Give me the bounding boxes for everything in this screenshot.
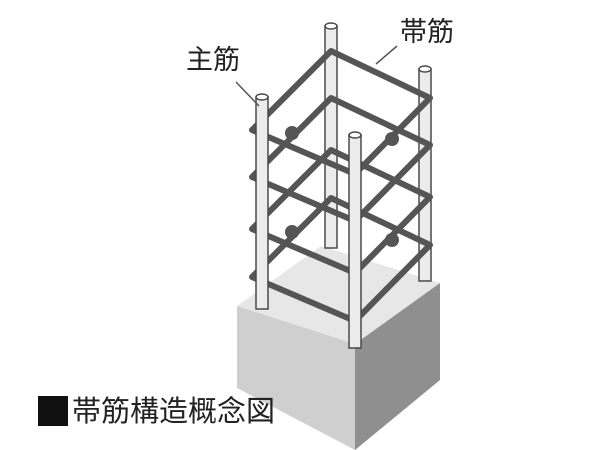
concrete-base	[237, 246, 440, 450]
base-right-face	[355, 283, 440, 450]
hoop-joint	[385, 233, 399, 247]
hoop-joint	[285, 225, 299, 239]
hoop-joint	[385, 132, 399, 146]
main-rebar-leader-line	[235, 81, 260, 107]
base-left-face	[237, 306, 355, 450]
main-rebar-label: 主筋	[186, 45, 240, 76]
back-main-rebars	[324, 22, 432, 282]
hoop-tie-3	[249, 147, 433, 276]
hoop-tie-4	[249, 195, 433, 324]
main-rebar-right	[418, 65, 432, 282]
hoop-joint	[285, 126, 299, 140]
front-main-rebars	[255, 93, 362, 349]
base-top-face	[237, 246, 440, 344]
hoop-joints	[285, 126, 399, 247]
hoop-rebar-label: 帯筋	[400, 17, 454, 48]
diagram-caption: 帯筋構造概念図	[38, 396, 275, 426]
main-rebar-front	[348, 131, 362, 349]
caption-text: 帯筋構造概念図	[72, 393, 276, 428]
hoop-leader-line	[375, 45, 398, 65]
hoop-rebars	[249, 48, 433, 324]
main-rebar-back	[324, 22, 338, 249]
black-square-icon	[38, 396, 68, 426]
main-rebar-left	[255, 93, 269, 310]
